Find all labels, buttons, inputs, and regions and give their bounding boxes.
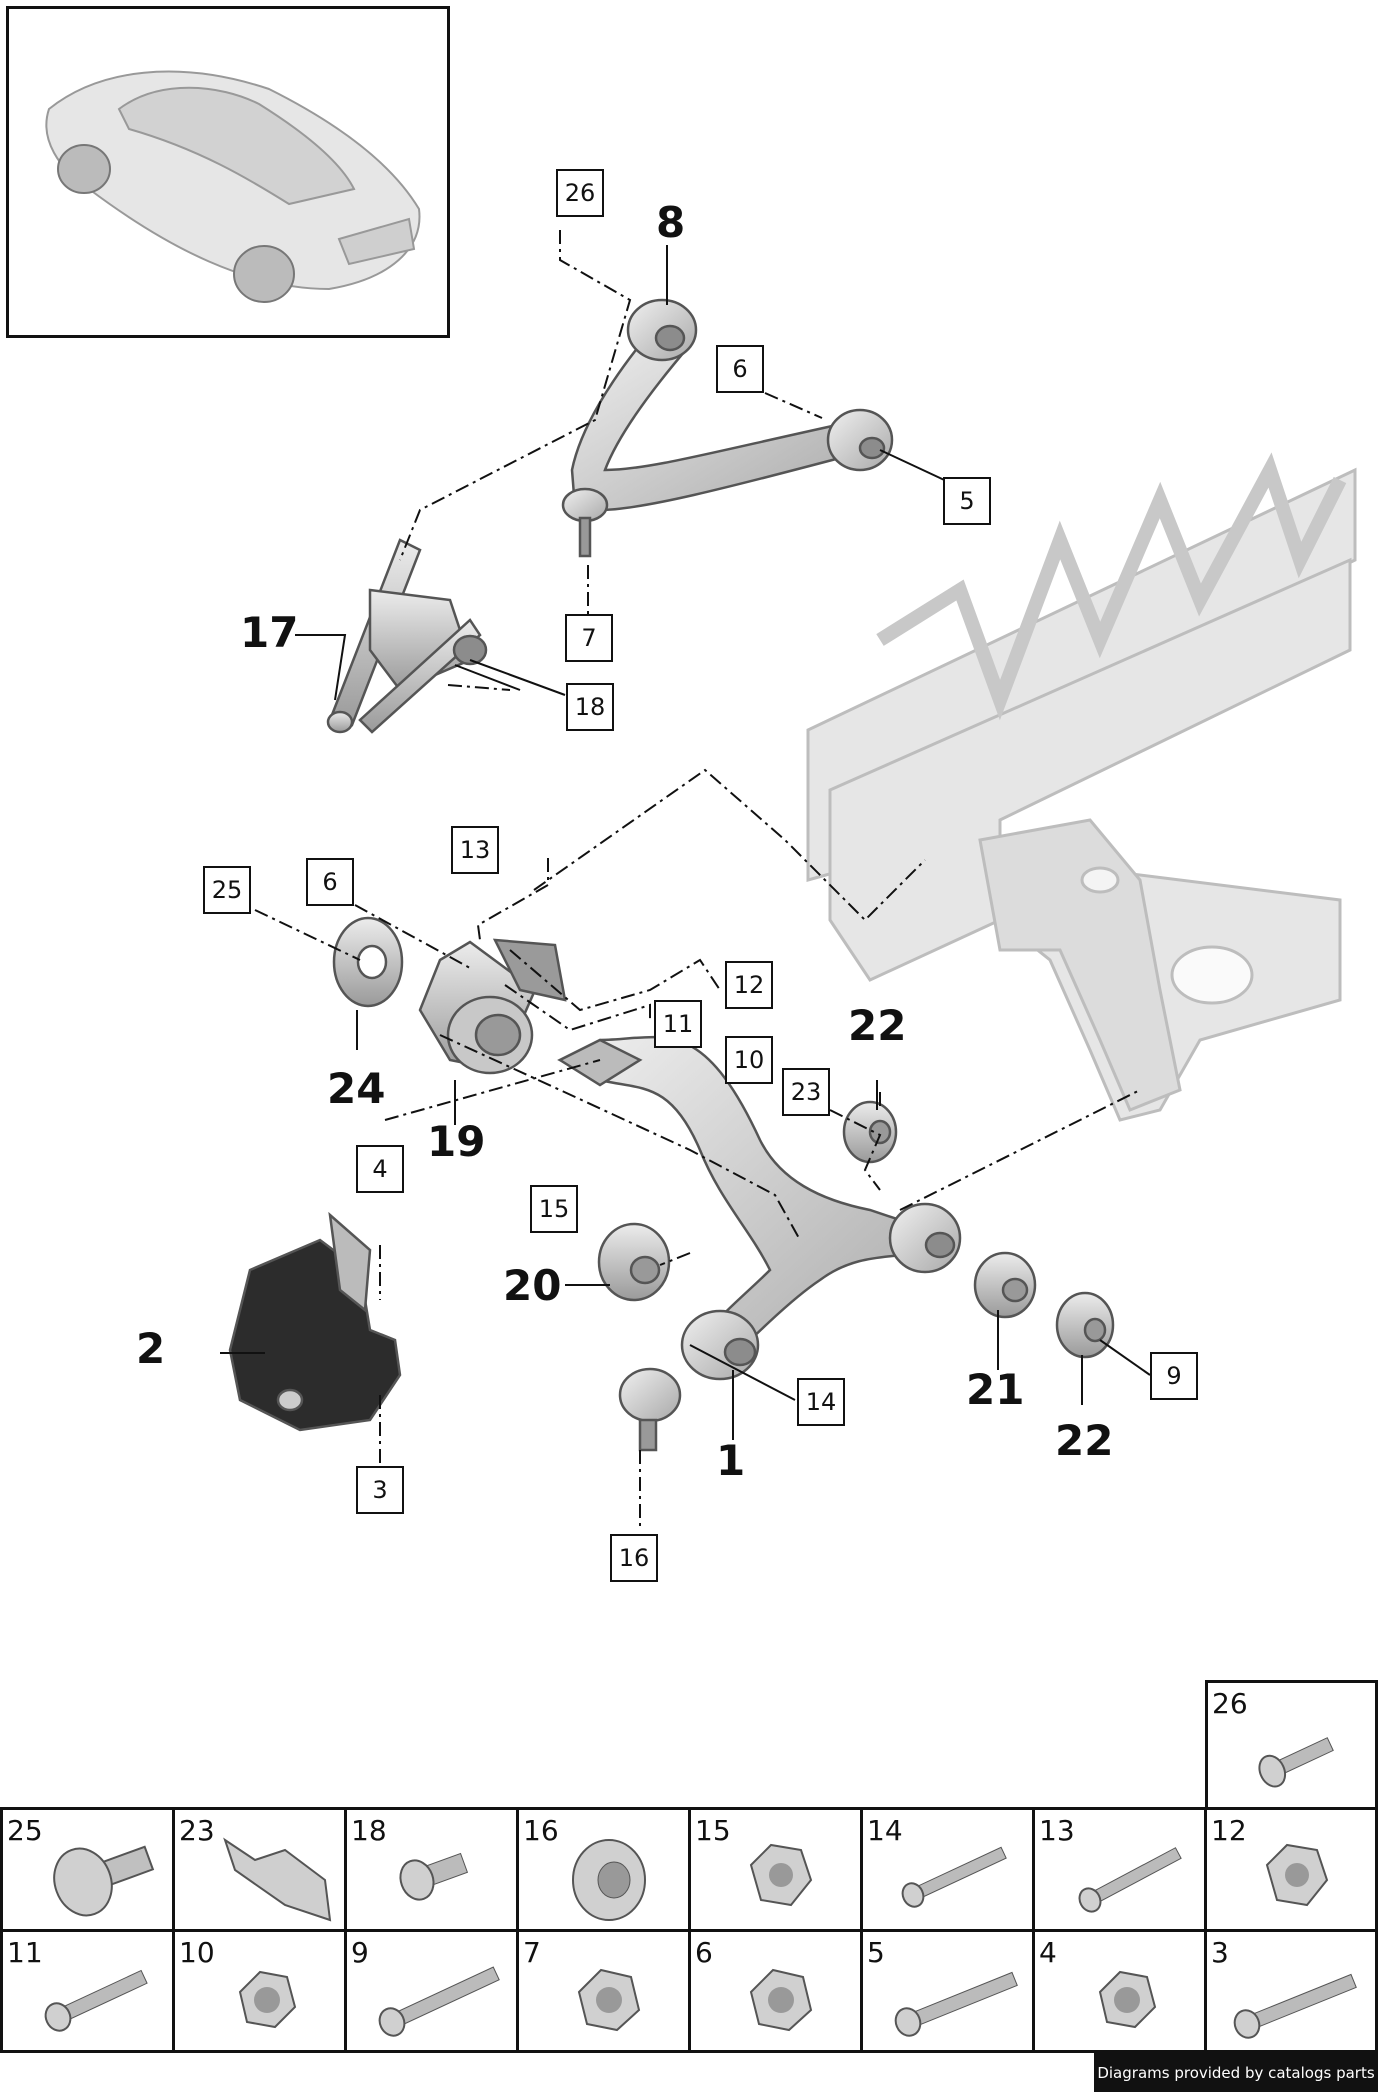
part-number: 25: [7, 1814, 43, 1847]
part-number: 10: [179, 1936, 215, 1969]
callout-25: 25: [203, 866, 251, 914]
callout-23: 23: [782, 1068, 830, 1116]
callout-17: 17: [240, 608, 299, 657]
part-cell-3: 3: [1204, 1929, 1378, 2053]
part-number: 9: [351, 1936, 369, 1969]
lower-control-arm: [557, 1035, 962, 1452]
part-number: 18: [351, 1814, 387, 1847]
callout-22-upper: 22: [848, 1001, 907, 1050]
callout-6-upper: 6: [716, 345, 764, 393]
callout-18: 18: [566, 683, 614, 731]
callout-15: 15: [530, 1185, 578, 1233]
part-cell-23: 23: [172, 1807, 347, 1932]
callout-8: 8: [656, 198, 686, 247]
part-number: 12: [1211, 1814, 1247, 1847]
part-cell-14: 14: [860, 1807, 1035, 1932]
part-number: 14: [867, 1814, 903, 1847]
part-cell-7: 7: [516, 1929, 691, 2053]
part-cell-9: 9: [344, 1929, 519, 2053]
part-number: 4: [1039, 1936, 1057, 1969]
callout-6-lower: 6: [306, 858, 354, 906]
part-cell-5: 5: [860, 1929, 1035, 2053]
part-cell-12: 12: [1204, 1807, 1378, 1932]
part-number: 5: [867, 1936, 885, 1969]
callout-26: 26: [556, 169, 604, 217]
part-cell-13: 13: [1032, 1807, 1207, 1932]
part-cell-25: 25: [0, 1807, 175, 1932]
part-number: 3: [1211, 1936, 1229, 1969]
credit-banner: Diagrams provided by catalogs parts: [1094, 2053, 1378, 2092]
part-number: 23: [179, 1814, 215, 1847]
part-number: 7: [523, 1936, 541, 1969]
part-cell-11: 11: [0, 1929, 175, 2053]
callout-2: 2: [136, 1324, 166, 1373]
part-cell-26: 26: [1205, 1680, 1378, 1810]
subframe: [806, 452, 1357, 1122]
callout-12: 12: [725, 961, 773, 1009]
leader-lines: [254, 230, 1141, 1530]
callout-1: 1: [716, 1436, 746, 1485]
height-sensor: [326, 538, 488, 734]
callout-10: 10: [725, 1036, 773, 1084]
callout-19: 19: [427, 1117, 486, 1166]
part-number: 15: [695, 1814, 731, 1847]
callout-7: 7: [565, 614, 613, 662]
callout-13: 13: [451, 826, 499, 874]
callout-24: 24: [327, 1064, 386, 1113]
part-cell-16: 16: [516, 1807, 691, 1932]
part-cell-4: 4: [1032, 1929, 1207, 2053]
callout-20: 20: [503, 1261, 562, 1310]
heat-shield: [228, 1211, 402, 1432]
part-number: 16: [523, 1814, 559, 1847]
part-number: 6: [695, 1936, 713, 1969]
washer: [332, 916, 404, 1008]
callout-4: 4: [356, 1145, 404, 1193]
large-bushing: [418, 938, 567, 1075]
upper-control-arm: [561, 298, 894, 558]
vehicle-thumbnail: [6, 6, 450, 338]
callout-22-lower: 22: [1055, 1416, 1114, 1465]
part-cell-10: 10: [172, 1929, 347, 2053]
part-cell-6: 6: [688, 1929, 863, 2053]
callout-14: 14: [797, 1378, 845, 1426]
leader-lines-solid: [220, 245, 1151, 1440]
part-cell-15: 15: [688, 1807, 863, 1932]
callout-9: 9: [1150, 1352, 1198, 1400]
callout-21: 21: [966, 1365, 1025, 1414]
callout-11: 11: [654, 1000, 702, 1048]
part-number: 11: [7, 1936, 43, 1969]
callout-3: 3: [356, 1466, 404, 1514]
callout-5: 5: [943, 477, 991, 525]
callout-16: 16: [610, 1534, 658, 1582]
part-number: 13: [1039, 1814, 1075, 1847]
part-number: 26: [1212, 1687, 1248, 1720]
bushings: [597, 1100, 1115, 1359]
part-cell-18: 18: [344, 1807, 519, 1932]
